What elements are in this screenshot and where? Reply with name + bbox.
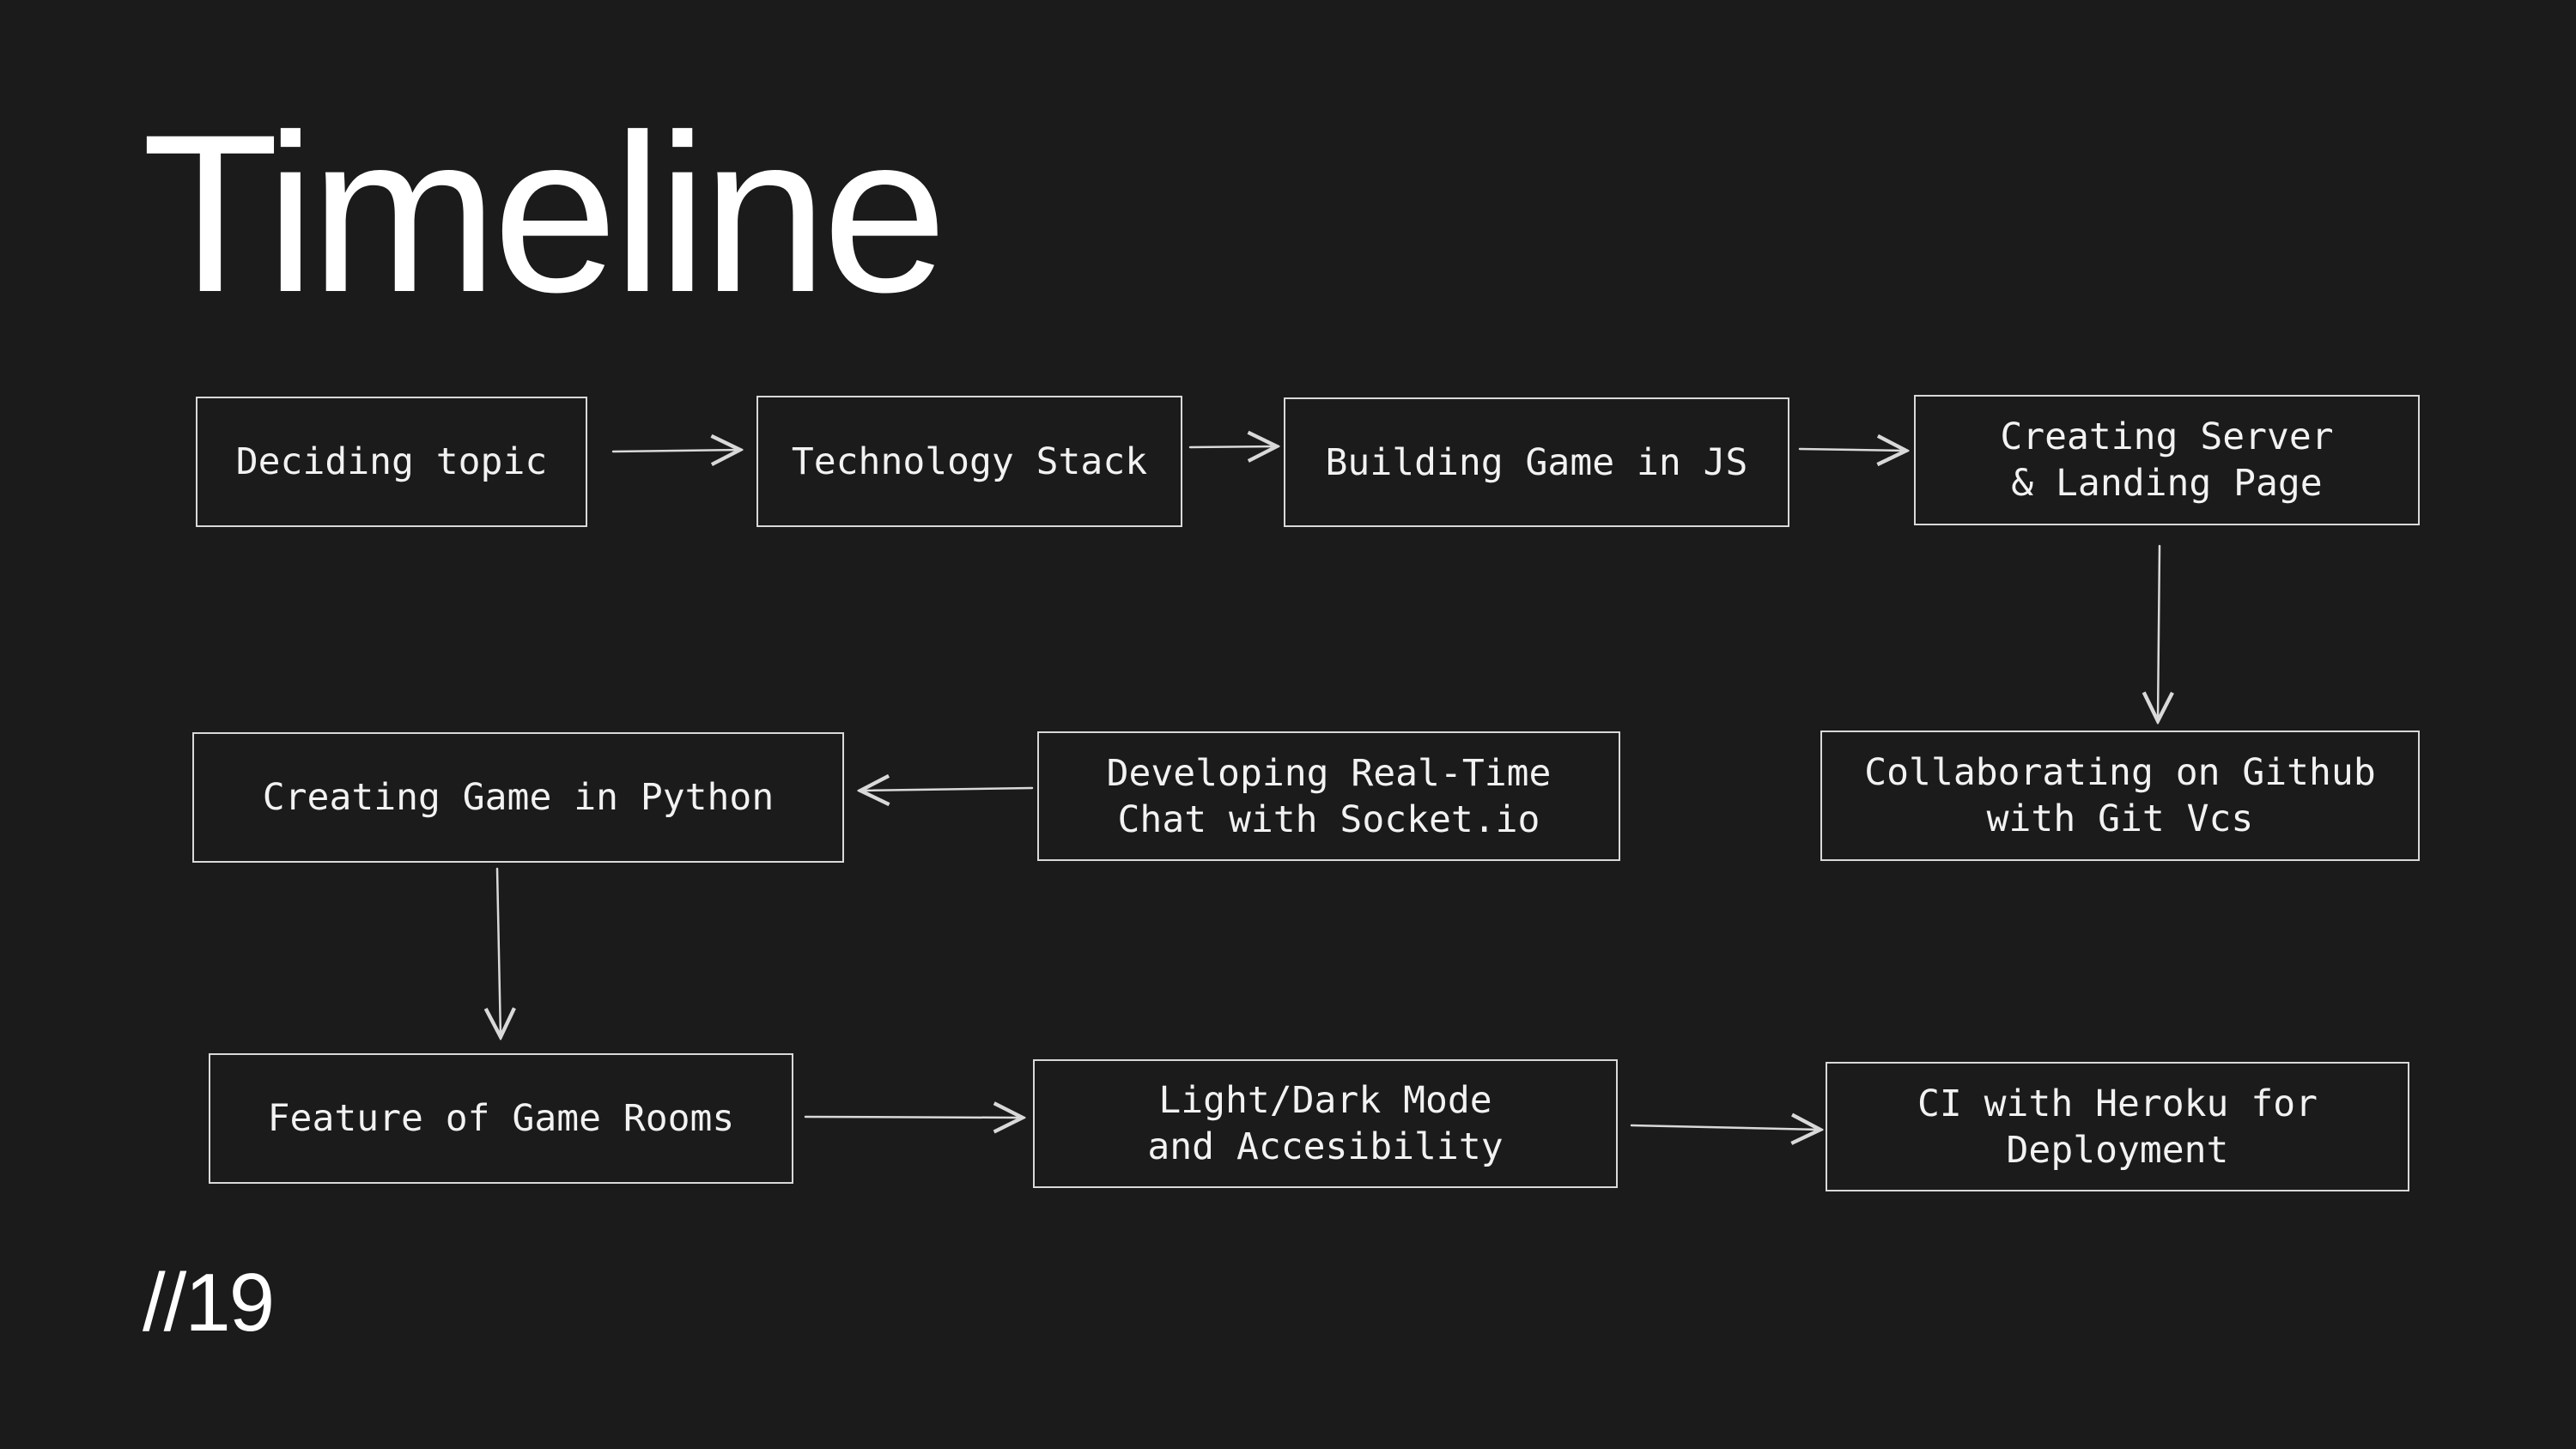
arrow-server-to-github bbox=[2158, 544, 2160, 721]
step-ci-heroku: CI with Heroku for Deployment bbox=[1826, 1062, 2409, 1191]
arrow-rooms-to-lightdark bbox=[804, 1117, 1023, 1118]
step-technology-stack: Technology Stack bbox=[756, 396, 1182, 527]
arrow-lightdark-to-ci bbox=[1630, 1125, 1820, 1130]
step-game-python: Creating Game in Python bbox=[192, 732, 844, 863]
step-creating-server: Creating Server & Landing Page bbox=[1914, 395, 2420, 525]
page-number: //19 bbox=[143, 1257, 275, 1349]
arrow-js-to-server bbox=[1798, 449, 1906, 451]
step-realtime-chat: Developing Real-Time Chat with Socket.io bbox=[1037, 731, 1620, 861]
arrow-python-to-rooms bbox=[497, 867, 501, 1037]
arrow-topic-to-stack bbox=[611, 450, 740, 452]
step-game-rooms: Feature of Game Rooms bbox=[209, 1053, 793, 1184]
step-deciding-topic: Deciding topic bbox=[196, 397, 587, 527]
slide-title: Timeline bbox=[142, 88, 947, 339]
step-building-game-js: Building Game in JS bbox=[1284, 397, 1789, 527]
arrow-stack-to-js bbox=[1188, 446, 1277, 447]
step-collaborating-github: Collaborating on Github with Git Vcs bbox=[1820, 731, 2420, 861]
step-light-dark-mode: Light/Dark Mode and Accesibility bbox=[1033, 1059, 1618, 1188]
arrow-chat-to-python bbox=[860, 788, 1034, 791]
